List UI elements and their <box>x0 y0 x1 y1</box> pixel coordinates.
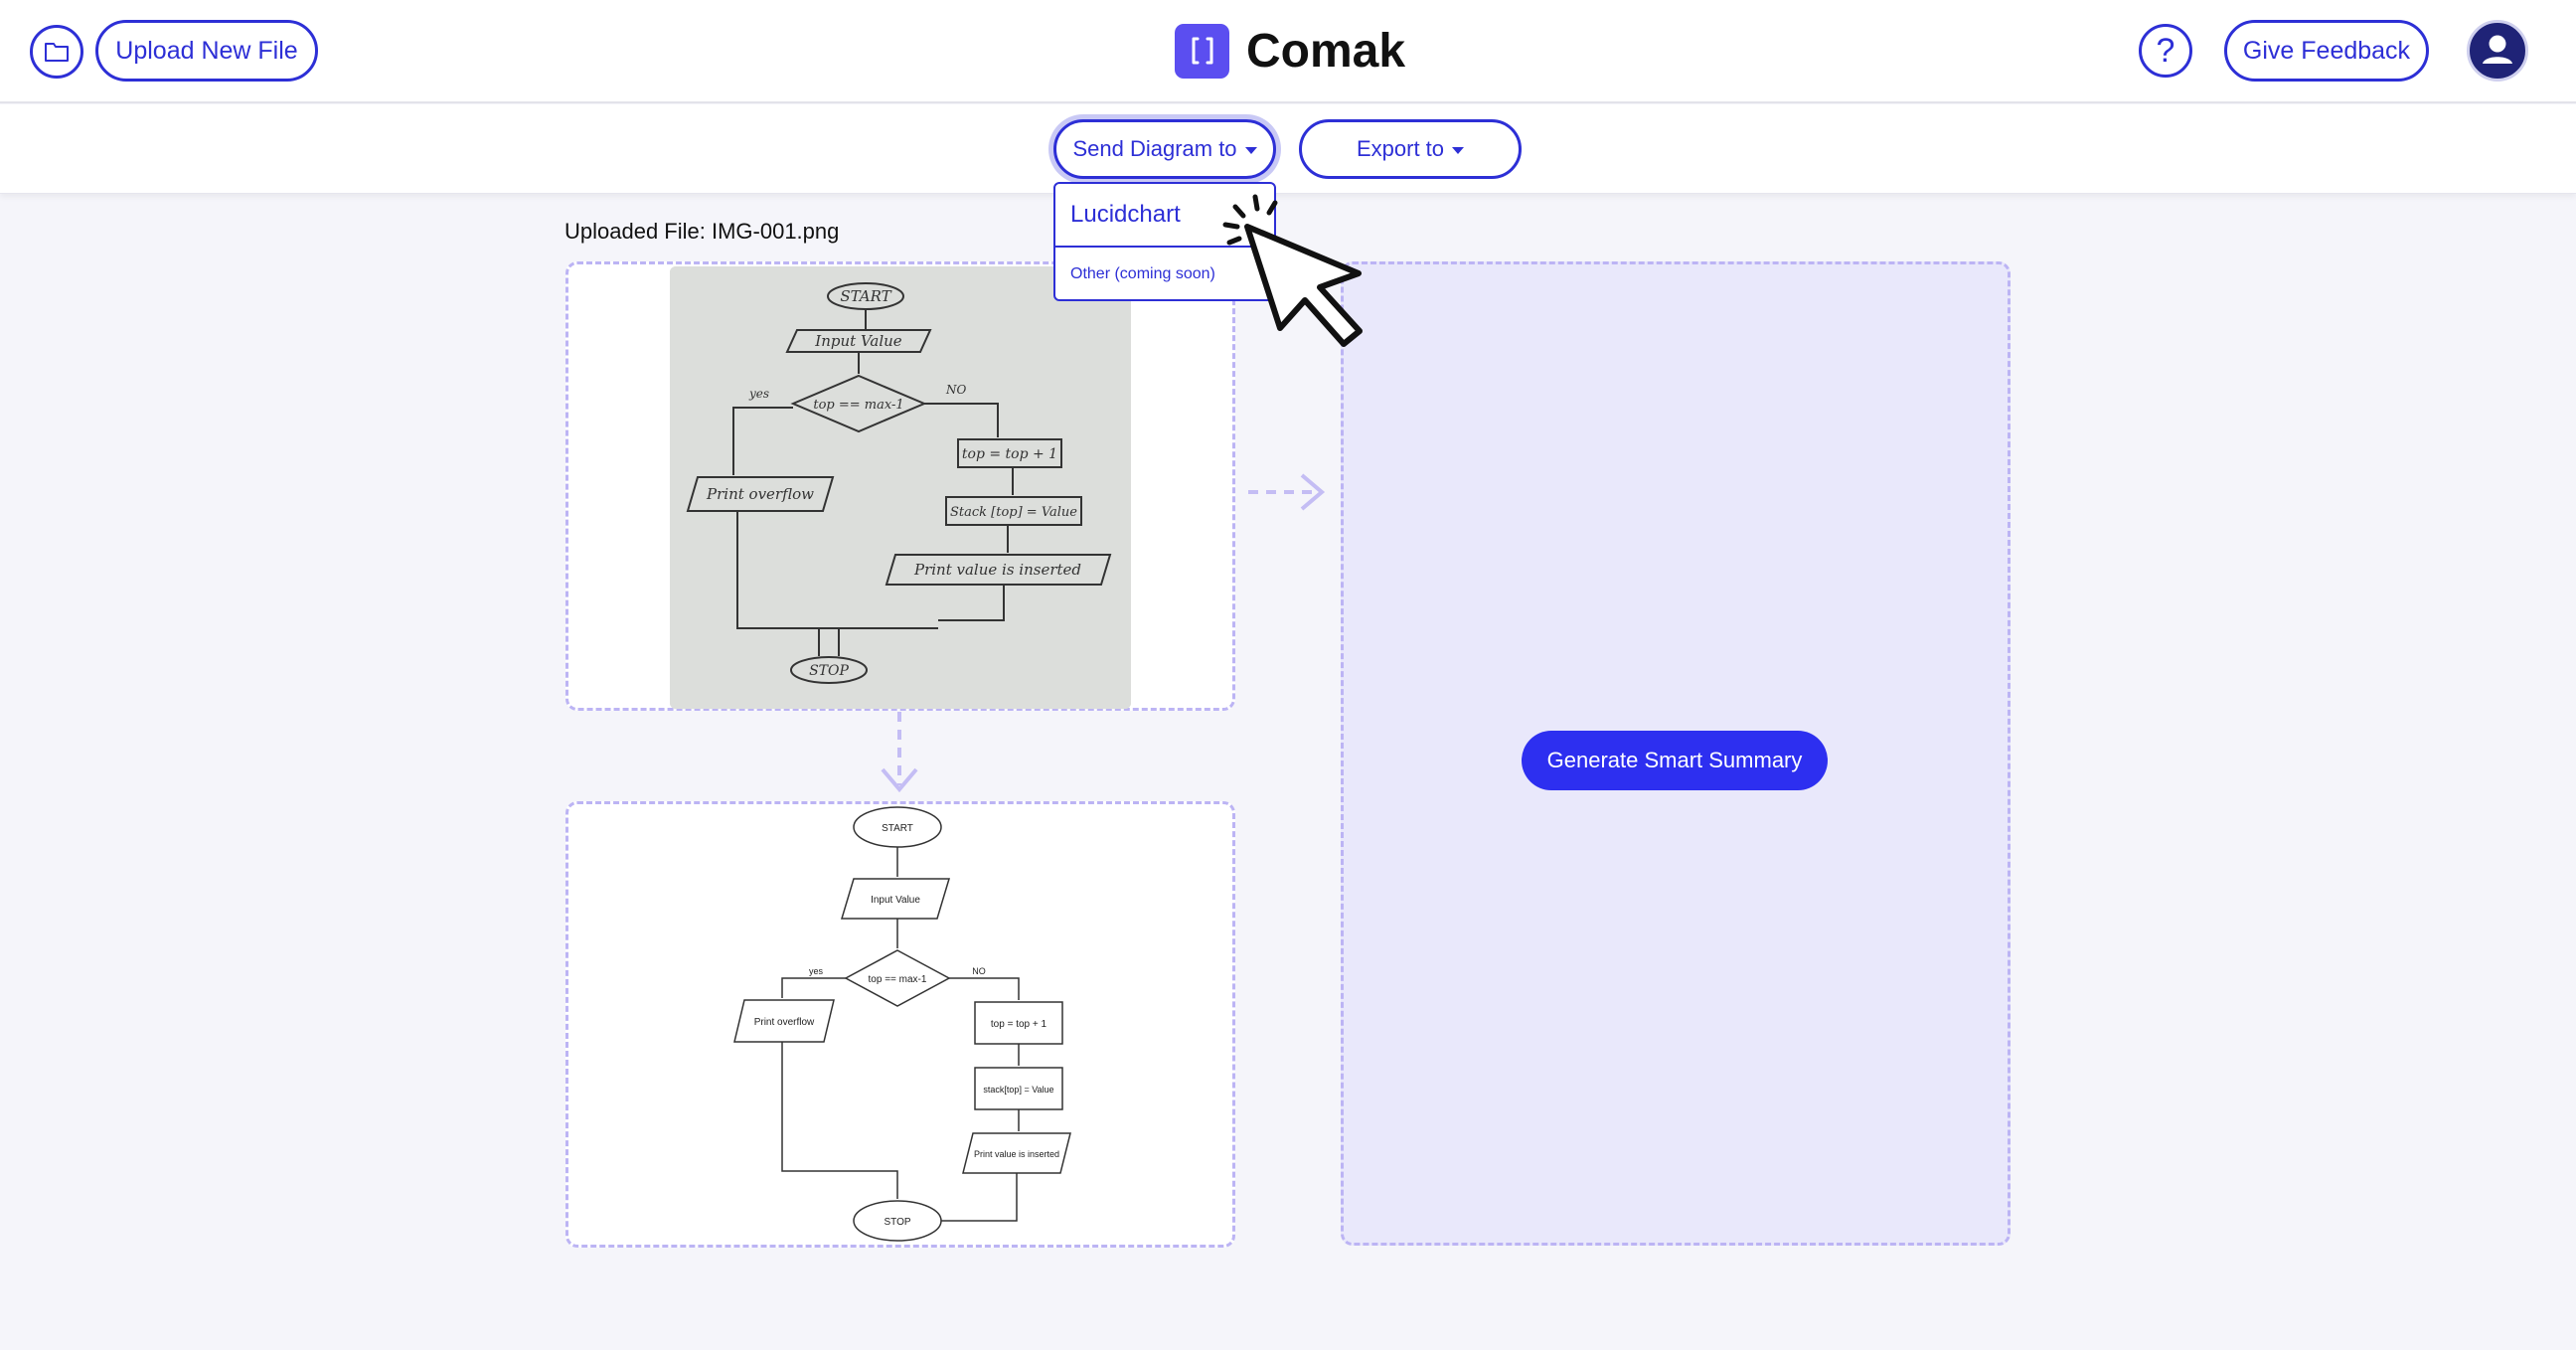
arrow-right-icon <box>1248 473 1326 511</box>
df-overflow-text: Print overflow <box>754 1017 815 1028</box>
caret-down-icon <box>1244 146 1257 154</box>
generate-smart-summary-button[interactable]: Generate Smart Summary <box>1522 731 1828 790</box>
send-diagram-to-label: Send Diagram to <box>1072 136 1237 161</box>
folder-icon <box>45 43 69 62</box>
send-diagram-dropdown: Lucidchart Other (coming soon) <box>1053 182 1276 301</box>
hw-inserted-text: Print value is inserted <box>913 561 1081 579</box>
hw-no-text: NO <box>945 383 967 397</box>
handwritten-flowchart-image: START Input Value top == max-1 yes NO to… <box>670 266 1131 709</box>
export-to-label: Export to <box>1356 136 1445 161</box>
send-diagram-to-button[interactable]: Send Diagram to <box>1053 119 1276 179</box>
hw-stop-text: STOP <box>809 663 849 679</box>
df-assign-text: stack[top] = Value <box>983 1085 1053 1095</box>
toolbar: Send Diagram to Export to <box>0 104 2576 194</box>
hw-input-text: Input Value <box>814 332 902 350</box>
digital-flowchart: START Input Value top == max-1 yes NO Pr… <box>733 806 1071 1242</box>
df-no-text: NO <box>972 966 986 976</box>
arrow-down-icon <box>881 712 918 793</box>
menu-item-lucidchart[interactable]: Lucidchart <box>1055 184 1274 248</box>
help-button[interactable]: ? <box>2139 24 2192 78</box>
question-mark-icon: ? <box>2156 31 2175 70</box>
df-decision-text: top == max-1 <box>869 974 927 985</box>
caret-down-icon <box>1452 146 1465 154</box>
comak-logo-icon <box>1175 23 1229 79</box>
folder-button[interactable] <box>30 25 83 79</box>
hw-overflow-text: Print overflow <box>706 485 814 503</box>
df-stop-text: STOP <box>884 1217 910 1228</box>
converted-diagram-panel <box>565 801 1235 1248</box>
hw-yes-text: yes <box>748 387 769 401</box>
upload-new-file-button[interactable]: Upload New File <box>95 20 318 82</box>
df-start-text: START <box>882 823 913 834</box>
df-inserted-text: Print value is inserted <box>974 1149 1059 1159</box>
hw-start-text: START <box>840 287 891 305</box>
click-cursor-icon <box>1222 194 1363 347</box>
menu-item-other[interactable]: Other (coming soon) <box>1070 265 1215 282</box>
brand: Comak <box>1175 22 1405 80</box>
df-input-text: Input Value <box>871 895 920 906</box>
brand-name: Comak <box>1246 24 1406 78</box>
hw-decision-text: top == max-1 <box>813 398 903 413</box>
df-increment-text: top = top + 1 <box>991 1019 1047 1030</box>
df-yes-text: yes <box>809 966 824 976</box>
uploaded-file-label: Uploaded File: IMG-001.png <box>564 219 840 244</box>
hw-assign-text: Stack [top] = Value <box>950 505 1077 520</box>
user-icon <box>2483 35 2512 64</box>
avatar[interactable] <box>2467 20 2528 82</box>
give-feedback-button[interactable]: Give Feedback <box>2224 20 2429 82</box>
hw-increment-text: top = top + 1 <box>962 446 1057 462</box>
export-to-button[interactable]: Export to <box>1299 119 1522 179</box>
app-header: Upload New File Comak ? Give Feedback <box>0 0 2576 103</box>
